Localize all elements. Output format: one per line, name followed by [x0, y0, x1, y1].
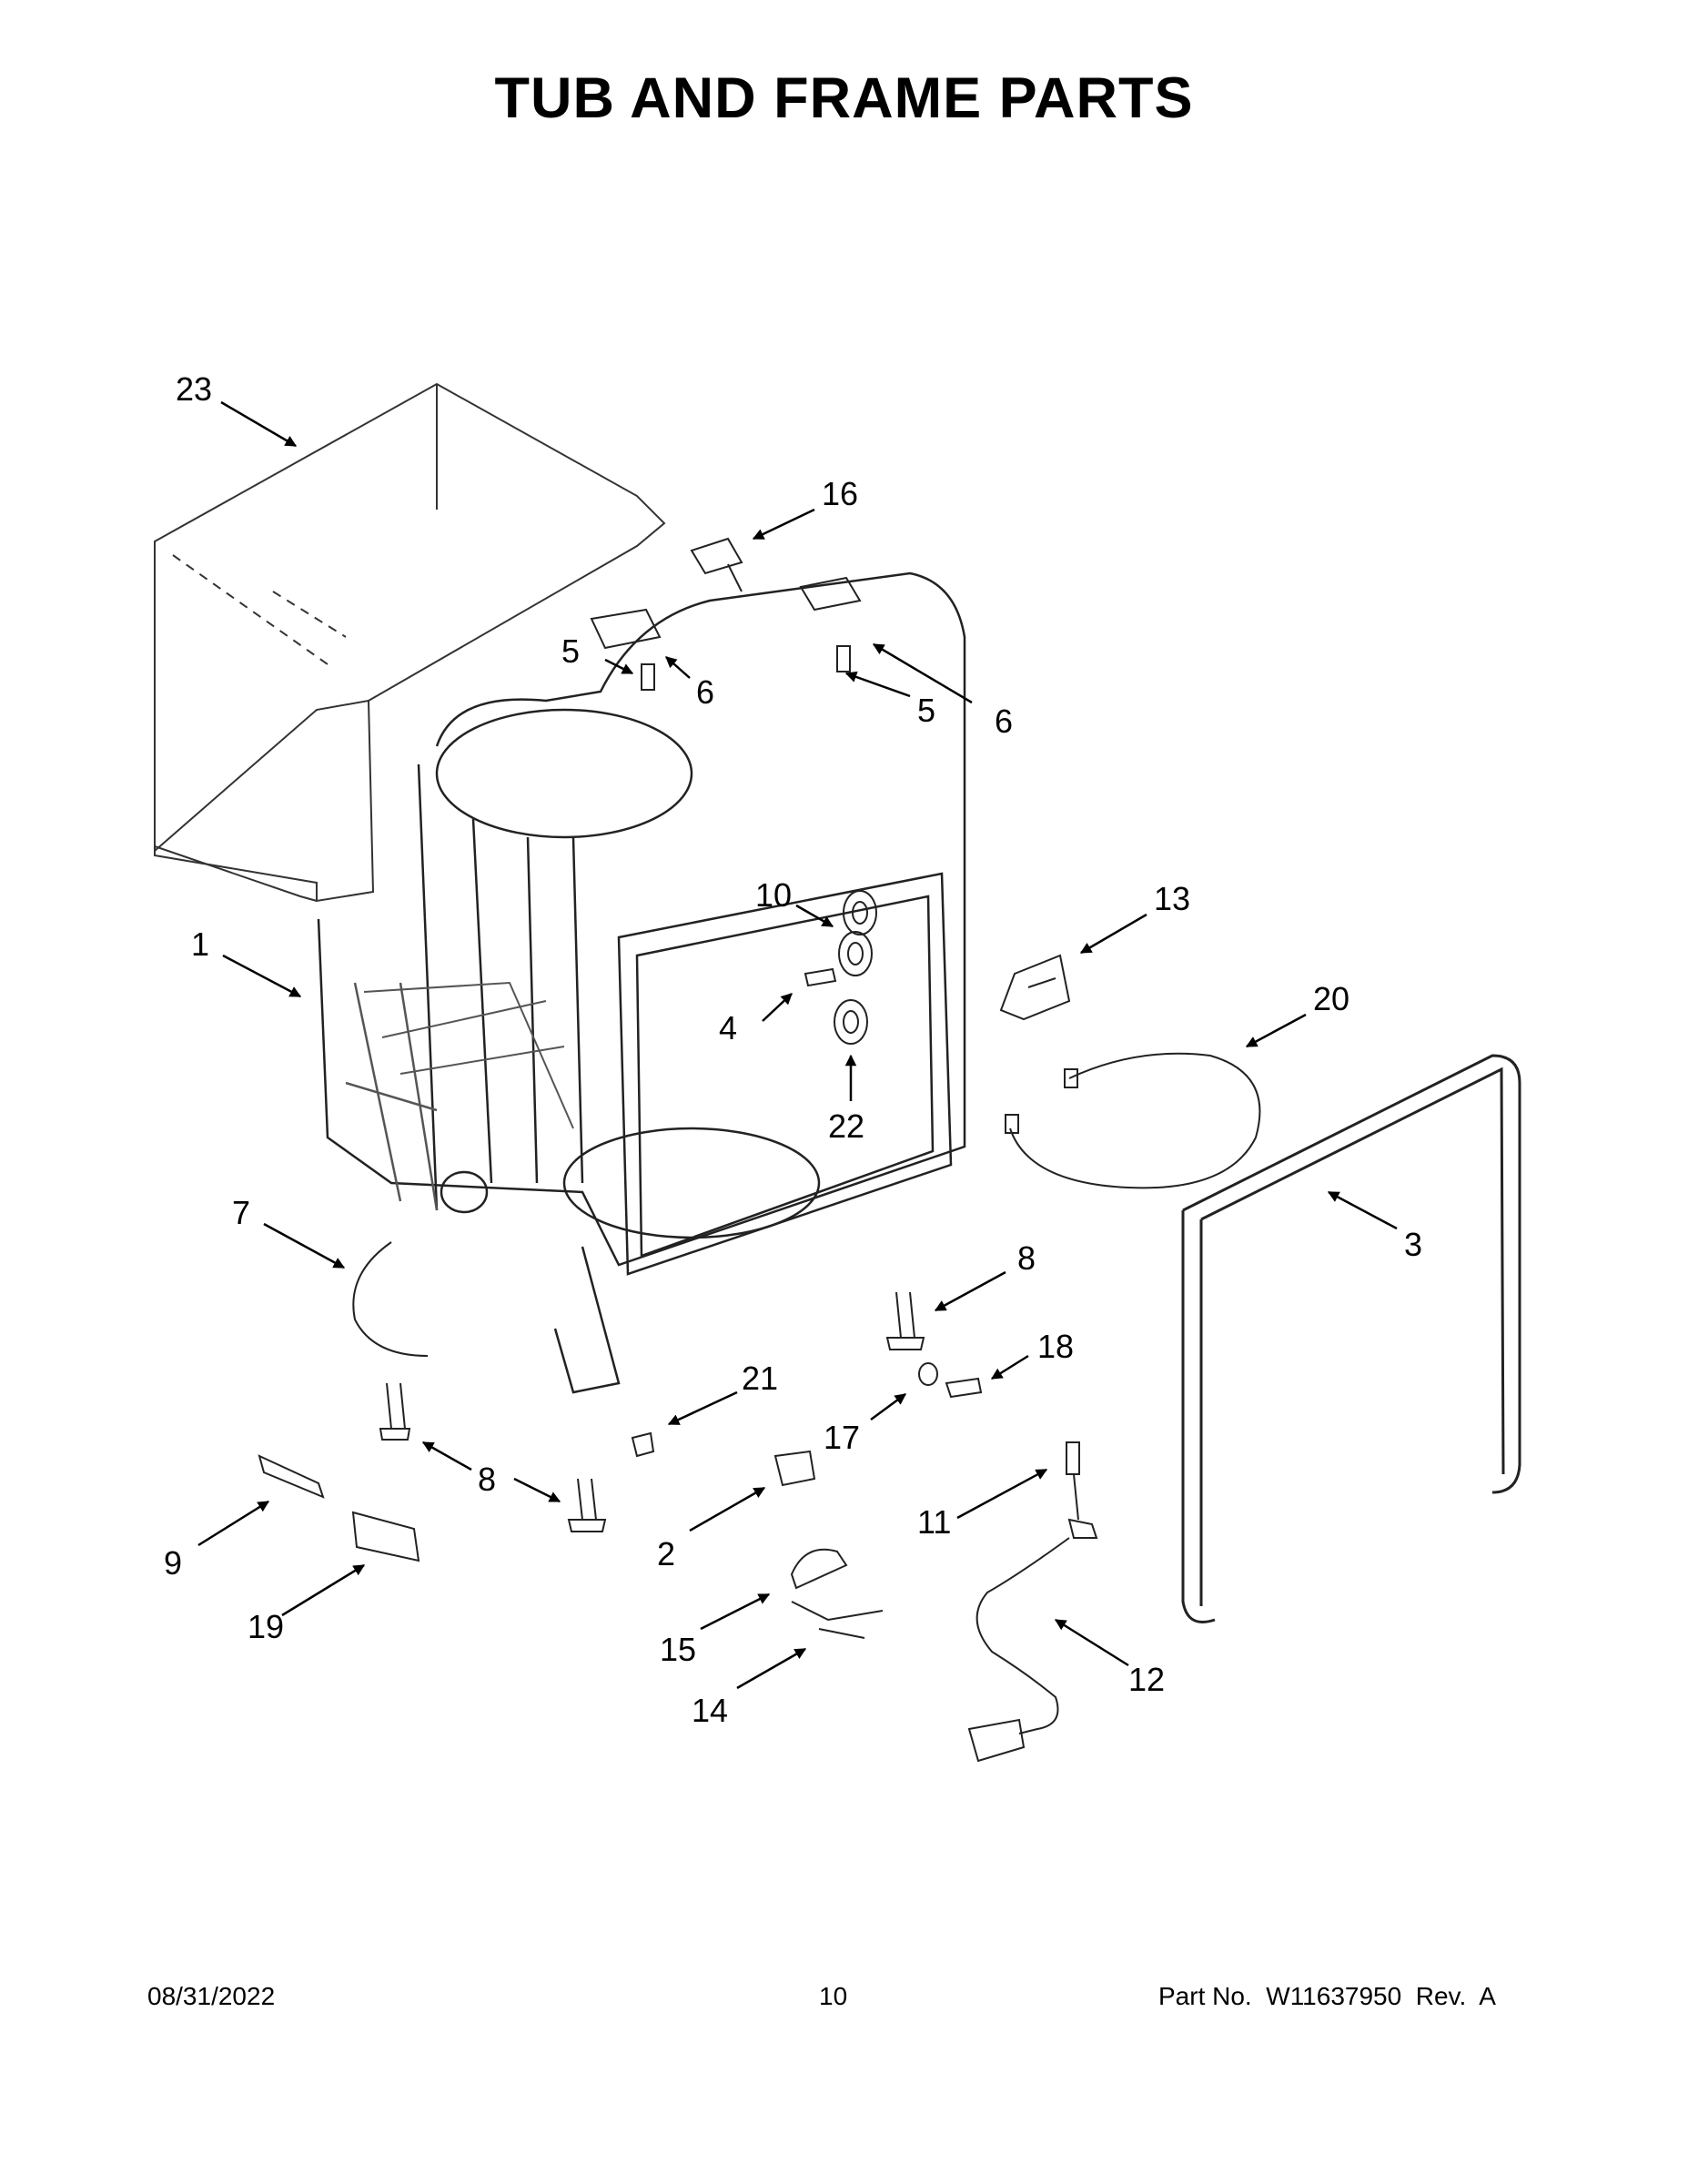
callout-20: 20 [1313, 980, 1349, 1017]
wire-harness-part [1005, 1052, 1261, 1189]
arrow-18 [990, 1354, 1029, 1380]
hose-and-legs-part [352, 1241, 925, 1532]
callout-8b: 8 [1017, 1239, 1036, 1277]
callout-22: 22 [828, 1107, 864, 1145]
arrow-3 [1327, 1190, 1398, 1230]
callout-11: 11 [917, 1503, 951, 1541]
arrow-5a [604, 658, 634, 675]
arrow-17 [870, 1392, 907, 1421]
callout-21: 21 [742, 1360, 778, 1397]
callout-15: 15 [660, 1631, 696, 1668]
bracket-13-part [999, 954, 1071, 1021]
arrow-11 [956, 1468, 1048, 1520]
door-gasket-part [1181, 1054, 1521, 1623]
callout-18: 18 [1037, 1328, 1074, 1365]
arrow-7 [263, 1222, 346, 1269]
footer-part-number: Part No. W11637950 Rev. A [1158, 1982, 1496, 2010]
arrow-8c [513, 1477, 561, 1503]
callout-16: 16 [822, 475, 858, 512]
callout-arrows [197, 400, 1398, 1690]
arrow-21 [667, 1390, 738, 1426]
arrow-10 [795, 904, 834, 928]
arrow-8b [934, 1270, 1006, 1312]
arrow-15 [700, 1592, 771, 1631]
arrow-1 [222, 954, 302, 998]
footer-date: 08/31/2022 [147, 1982, 276, 2010]
fasteners-part [631, 1362, 983, 1458]
arrow-2 [689, 1486, 766, 1532]
callout-5a: 5 [561, 632, 580, 670]
grommets-part [804, 890, 877, 1045]
callout-6b: 6 [995, 703, 1013, 740]
tub-assembly-part [317, 571, 966, 1394]
callout-5b: 5 [917, 692, 935, 729]
arrow-13 [1079, 913, 1147, 955]
arrow-9 [197, 1500, 270, 1547]
callout-1: 1 [191, 925, 209, 963]
callout-8a: 8 [478, 1461, 496, 1498]
upper-brackets-part [590, 537, 862, 691]
callout-10: 10 [755, 876, 792, 914]
arrow-4 [762, 993, 793, 1022]
arrow-5b [844, 671, 911, 698]
callout-2: 2 [657, 1535, 675, 1572]
arrow-20 [1245, 1013, 1307, 1048]
insulation-blanket-part [154, 382, 666, 903]
arrow-12 [1054, 1618, 1129, 1667]
callout-4: 4 [719, 1009, 737, 1046]
callout-19: 19 [248, 1608, 284, 1645]
small-parts [258, 1441, 1098, 1763]
callout-17: 17 [824, 1419, 860, 1456]
arrow-14 [736, 1647, 807, 1690]
callout-6a: 6 [696, 673, 714, 711]
arrow-16 [752, 508, 815, 541]
arrow-8a [421, 1441, 472, 1471]
callout-labels: 23 16 5 6 5 6 10 13 1 4 20 22 3 7 8 21 1… [164, 370, 1422, 1729]
callout-13: 13 [1154, 880, 1190, 917]
arrow-6b [872, 642, 973, 704]
callout-3: 3 [1404, 1226, 1422, 1263]
callout-12: 12 [1128, 1661, 1165, 1698]
callout-23: 23 [176, 370, 212, 408]
footer-page-number: 10 [819, 1982, 848, 2010]
callout-14: 14 [692, 1692, 728, 1729]
callout-7: 7 [232, 1194, 250, 1231]
arrow-23 [220, 400, 298, 448]
page-title: TUB AND FRAME PARTS [494, 66, 1194, 130]
callout-9: 9 [164, 1544, 182, 1582]
arrow-6a [665, 656, 691, 679]
arrow-19 [281, 1563, 366, 1617]
